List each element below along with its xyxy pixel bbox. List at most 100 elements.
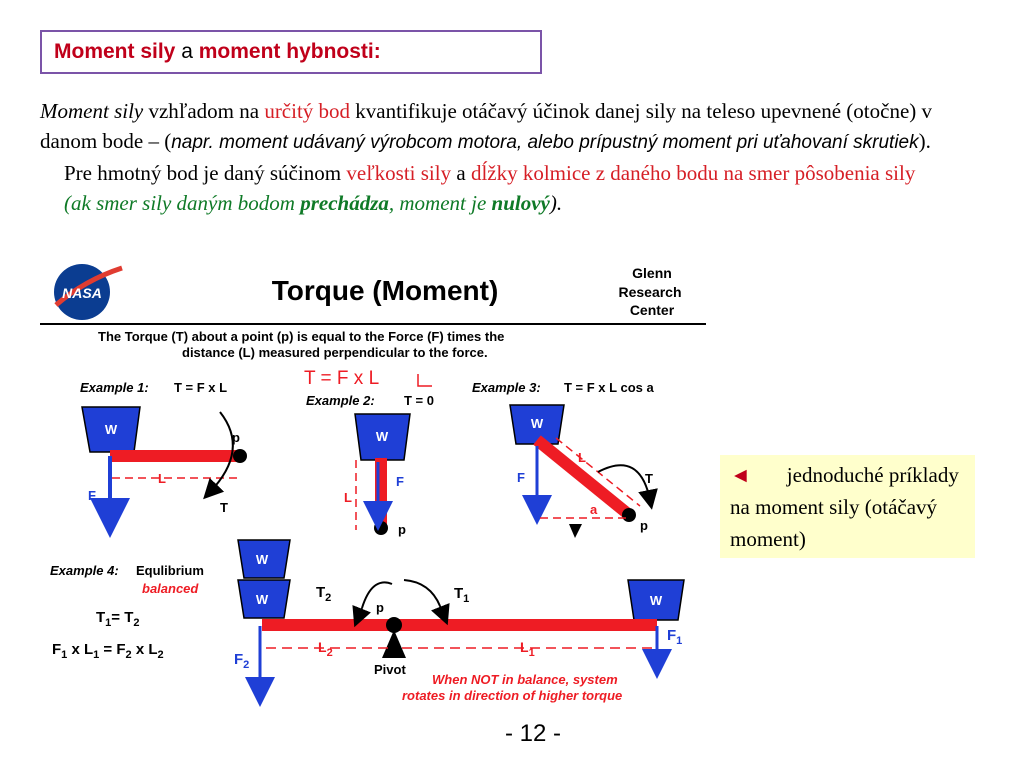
desc-line2: distance (L) measured perpendicular to t… [182,345,488,360]
ex2-formula: T = 0 [404,393,434,408]
p2-text-1: Pre hmotný bod je daný súčinom [64,161,347,185]
paragraph-2: Pre hmotný bod je daný súčinom veľkosti … [40,158,940,218]
ex4-balanced: balanced [142,581,199,596]
ex3-label: Example 3: [472,380,541,395]
ex1-label: Example 1: [80,380,149,395]
perp-symbol [417,374,432,387]
ex2-label: Example 2: [306,393,375,408]
title-part3: moment hybnosti: [198,40,381,63]
weight-label: W [105,422,118,437]
example-3: Example 3: T = F x L cos a W p F L a T [472,380,658,538]
p2-nulovy: nulový [491,191,550,215]
example-2: Example 2: T = 0 W p F L [306,393,434,537]
pivot-point [386,617,402,633]
torque-arrow-t1 [431,603,450,626]
weight-label: W [376,429,389,444]
eq-torque: T1= T2 [96,609,140,629]
torque-arc-t1 [403,579,441,607]
pivot-point [374,521,388,535]
title-part1: Moment sily [54,40,176,63]
p1-text-2: kvantifikuje otáčavý účinok danej sily n… [40,99,933,153]
torque-label-t2: T2 [316,584,331,604]
point-label-p: p [398,522,406,537]
angle-label: a [590,502,598,517]
grc-line2: Research [618,284,681,300]
ex4-equilibrium: Equlibrium [136,563,204,578]
side-note-text: jednoduché príklady na moment sily (otáč… [730,463,959,551]
support-triangle [569,524,582,538]
title-part2: a [181,40,193,63]
p2-mid: , moment je [388,191,492,215]
ex3-formula: T = F x L cos a [564,380,654,395]
distance-label: L [344,490,352,505]
force-label: F [88,488,96,503]
weight-label: W [531,416,544,431]
weight-block-top [237,539,291,579]
ex1-formula: T = F x L [174,380,227,395]
p1-example: napr. moment udávaný výrobcom motora, al… [171,132,919,153]
nasa-logo-text: NASA [62,285,102,301]
term-dlzka: dĺžky kolmice z daného bodu na smer pôso… [470,161,916,185]
term-sila: veľkosti sily [346,161,452,185]
body-text: Moment sily vzhľadom na určitý bod kvant… [40,96,940,218]
point-label-p: p [232,430,240,445]
distance-label-l2: L2 [318,639,333,659]
left-arrow-icon: ◄ [730,463,751,487]
pivot-point [233,449,247,463]
ex4-label: Example 4: [50,563,119,578]
page-number: - 12 - [505,720,562,747]
point-label-p: p [640,518,648,533]
grc-line3: Center [630,302,675,318]
imbalance-note-2: rotates in direction of higher torque [402,688,622,703]
force-label-f1: F1 [667,627,682,647]
main-formula: T = F x L [304,368,379,389]
p2-text-a: a [451,161,471,185]
lever-beam [262,619,657,631]
point-label-p: p [376,600,384,615]
weight-block-right [627,579,685,621]
p2-prechadza: prechádza [300,191,389,215]
torque-arrow [597,464,658,510]
p2-close: ). [549,191,563,215]
weight-label: W [256,592,269,607]
term-bod: určitý bod [264,99,351,123]
distance-label-l1: L1 [520,639,535,659]
torque-arc-t2 [361,581,393,609]
eq-moments: F1 x L1 = F2 x L2 [52,641,164,661]
figure-title: Torque (Moment) [272,275,499,306]
pivot-point [622,508,636,522]
p1-text-3: ). [918,129,931,153]
pivot-triangle [382,630,406,658]
torque-label: T [220,500,228,515]
grc-line1: Glenn [632,265,672,281]
distance-label: L [578,450,586,465]
weight-block [509,404,565,445]
imbalance-note-1: When NOT in balance, system [432,672,618,687]
force-label: F [396,474,404,489]
weight-block-bottom [237,579,291,619]
force-label: F [517,470,525,485]
paragraph-1: Moment sily vzhľadom na určitý bod kvant… [40,96,940,158]
weight-block [354,413,411,461]
term-moment-sily: Moment sily [40,99,144,123]
slide-title: Moment sily a moment hybnosti: [40,30,542,74]
p1-text-1: vzhľadom na [143,99,265,123]
torque-label-t1: T1 [454,585,469,605]
nasa-logo: NASA [54,264,123,320]
torque-label: T [645,471,653,486]
weight-label: W [256,552,269,567]
torque-arrow [203,411,234,500]
desc-line1: The Torque (T) about a point (p) is equa… [98,329,504,344]
example-1: Example 1: T = F x L W p F L T [80,380,247,538]
example-4: Example 4: Equlibrium balanced T1= T2 F1… [50,539,685,707]
p2-open: (ak smer sily daným bodom [64,191,301,215]
pivot-label: Pivot [374,662,406,677]
torque-arrow-t2 [352,605,371,628]
lever-beam [110,450,240,462]
force-label-f2: F2 [234,651,249,671]
side-note: ◄jednoduché príklady na moment sily (otá… [720,455,975,558]
lever-beam [533,435,632,519]
weight-label: W [650,593,663,608]
distance-label: L [158,471,166,486]
